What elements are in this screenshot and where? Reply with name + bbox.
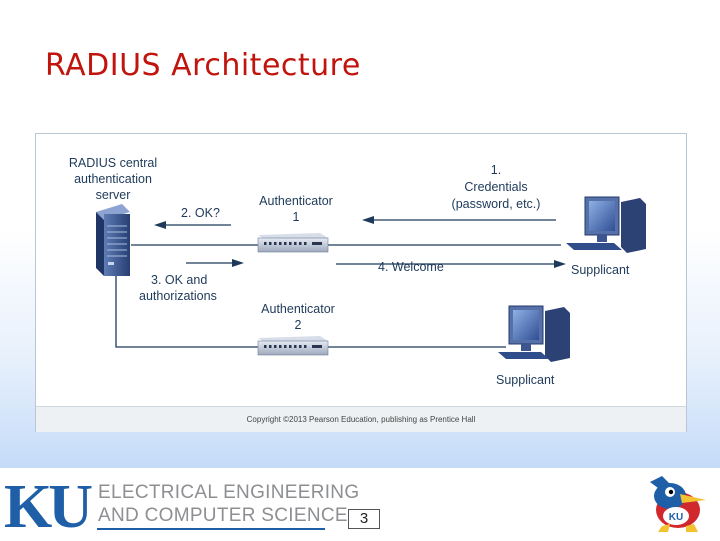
page-number: 3 [348, 509, 380, 529]
slide-footer: KU ELECTRICAL ENGINEERING AND COMPUTER S… [0, 468, 720, 540]
step-1-label-line-3: (password, etc.) [452, 197, 541, 211]
department-line-1: ELECTRICAL ENGINEERING [98, 482, 360, 503]
jayhawk-icon: KU [650, 476, 706, 532]
step-1-label-line-2: Credentials [464, 180, 527, 194]
supplicant-2-label: Supplicant [496, 373, 555, 387]
department-name: ELECTRICAL ENGINEERING AND COMPUTER SCIE… [98, 481, 359, 527]
radius-server-icon [96, 204, 130, 276]
authenticator-2-label-line-2: 2 [295, 318, 302, 332]
flow-arrows [154, 216, 566, 268]
department-underline [97, 528, 325, 530]
supplicant-1-computer-icon [566, 196, 646, 253]
authenticator-1-label-line-1: Authenticator [259, 194, 333, 208]
svg-text:KU: KU [669, 512, 683, 523]
diagram-canvas: RADIUS central authentication server [69, 156, 646, 387]
copyright-notice: Copyright ©2013 Pearson Education, publi… [36, 406, 686, 432]
radius-diagram: RADIUS central authentication server [35, 133, 687, 432]
step-2-label: 2. OK? [181, 206, 220, 220]
network-links [115, 244, 561, 348]
authenticator-2-label-line-1: Authenticator [261, 302, 335, 316]
supplicant-2-computer-icon [498, 305, 570, 362]
step-3-label-line-1: 3. OK and [151, 273, 207, 287]
department-line-2: AND COMPUTER SCIENCE [98, 505, 348, 526]
authenticator-1-label-line-2: 1 [293, 210, 300, 224]
step-4-label: 4. Welcome [378, 260, 444, 274]
supplicant-1-label: Supplicant [571, 263, 630, 277]
authenticator-1-switch-icon [257, 233, 329, 253]
ku-logo: KU [4, 473, 93, 541]
server-label-line-1: RADIUS central [69, 156, 157, 170]
step-3-label-line-2: authorizations [139, 289, 217, 303]
server-label-line-2: authentication [74, 172, 152, 186]
slide-title: RADIUS Architecture [45, 48, 361, 83]
server-label-line-3: server [96, 188, 131, 202]
authenticator-2-switch-icon [257, 336, 329, 356]
step-1-label-line-1: 1. [491, 163, 501, 177]
